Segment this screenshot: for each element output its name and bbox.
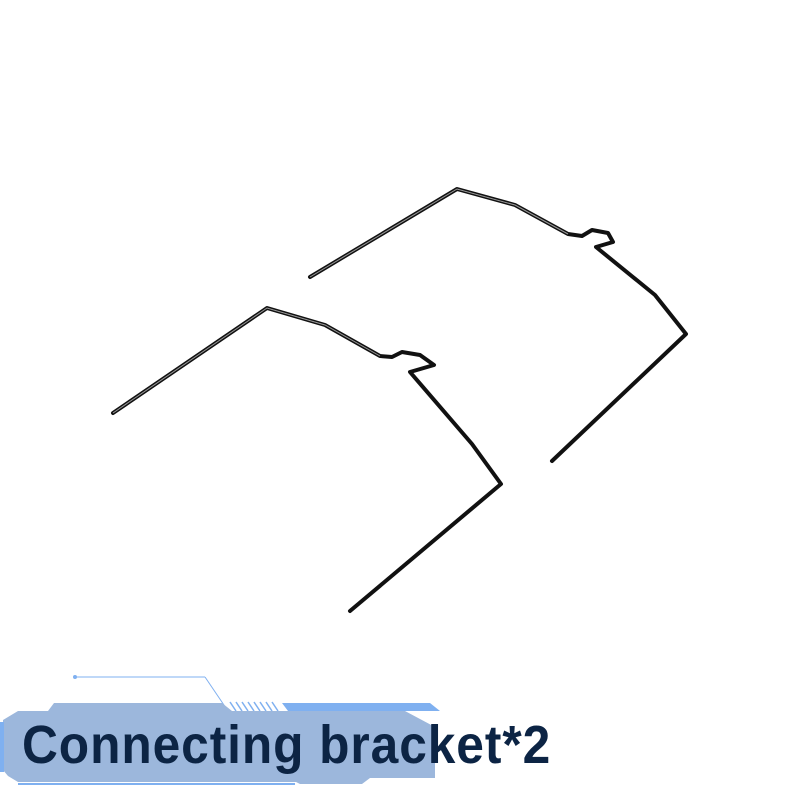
bracket-front bbox=[111, 306, 503, 613]
bracket-back bbox=[308, 187, 688, 463]
caption-text: Connecting bracket*2 bbox=[22, 715, 552, 775]
caption-banner bbox=[3, 703, 435, 784]
